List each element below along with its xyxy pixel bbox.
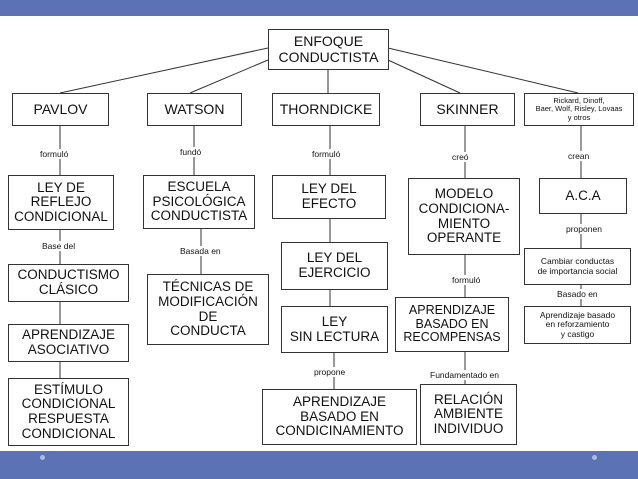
bottom-right-dot [592,455,597,460]
author-node-pavlov: PAVLOV [12,93,109,126]
link-label-fundamentado-en: Fundamentado en [428,370,501,380]
node-tecnicas-modificacion-conducta: TÉCNICAS DE MODIFICACIÓN DE CONDUCTA [147,274,269,345]
node-aca: A.C.A [539,178,627,214]
node-estimulo-respuesta-condicional: ESTÍMULO CONDICIONAL RESPUESTA CONDICION… [8,378,129,446]
link-label-skinner-formulo: formuló [450,275,483,285]
node-ley-del-ejercicio: LEY DEL EJERCICIO [281,242,388,290]
link-label-pavlov-formulo: formuló [38,149,71,159]
author-node-thorndicke: THORNDICKE [272,93,380,126]
link-label-skinner-creo: creó [450,152,471,162]
link-label-base-del: Base del [40,241,78,251]
node-ley-reflejo-condicional: LEY DE REFLEJO CONDICIONAL [8,175,114,230]
link-label-proponen: proponen [564,224,604,234]
node-ley-sin-lectura: LEY SIN LECTURA [281,306,388,353]
node-aprendizaje-basado-recompensas: APRENDIZAJE BASADO EN RECOMPENSAS [395,297,509,352]
node-ley-del-efecto: LEY DEL EFECTO [272,175,386,219]
node-aprendizaje-basado-condicionamiento: APRENDIZAJE BASADO EN CONDICINAMIENTO [262,389,417,445]
author-node-skinner: SKINNER [420,93,515,126]
node-cambiar-conductas: Cambiar conductas de importancia social [524,248,631,285]
node-escuela-psicologica-conductista: ESCUELA PSICOLÓGICA CONDUCTISTA [143,175,255,229]
bottom-band [0,451,638,479]
bottom-left-dot [40,455,45,460]
top-band [0,0,638,16]
link-label-propone: propone [312,367,348,377]
node-modelo-condicionamiento-operante: MODELO CONDICIONA- MIENTO OPERANTE [408,178,520,255]
link-label-basado-en: Basado en [555,289,600,299]
author-node-rickard-group: Rickard, Dinoff, Baer, Wolf, Risley, Lov… [524,93,634,126]
link-label-basada-en: Basada en [178,246,223,256]
node-aprendizaje-reforzamiento-castigo: Aprendizaje basado en reforzamiento y ca… [524,306,631,344]
node-aprendizaje-asociativo: APRENDIZAJE ASOCIATIVO [8,324,129,362]
author-node-watson: WATSON [147,93,242,126]
root-node-enfoque-conductista: ENFOQUE CONDUCTISTA [268,29,389,70]
node-conductismo-clasico: CONDUCTISMO CLÁSICO [8,264,129,302]
node-relacion-ambiente-individuo: RELACIÓN AMBIENTE INDIVIDUO [420,384,517,445]
link-label-watson-fundo: fundó [178,147,204,157]
link-label-thorndicke-formulo: formuló [310,149,343,159]
link-label-rickard-crean: crean [566,151,592,161]
